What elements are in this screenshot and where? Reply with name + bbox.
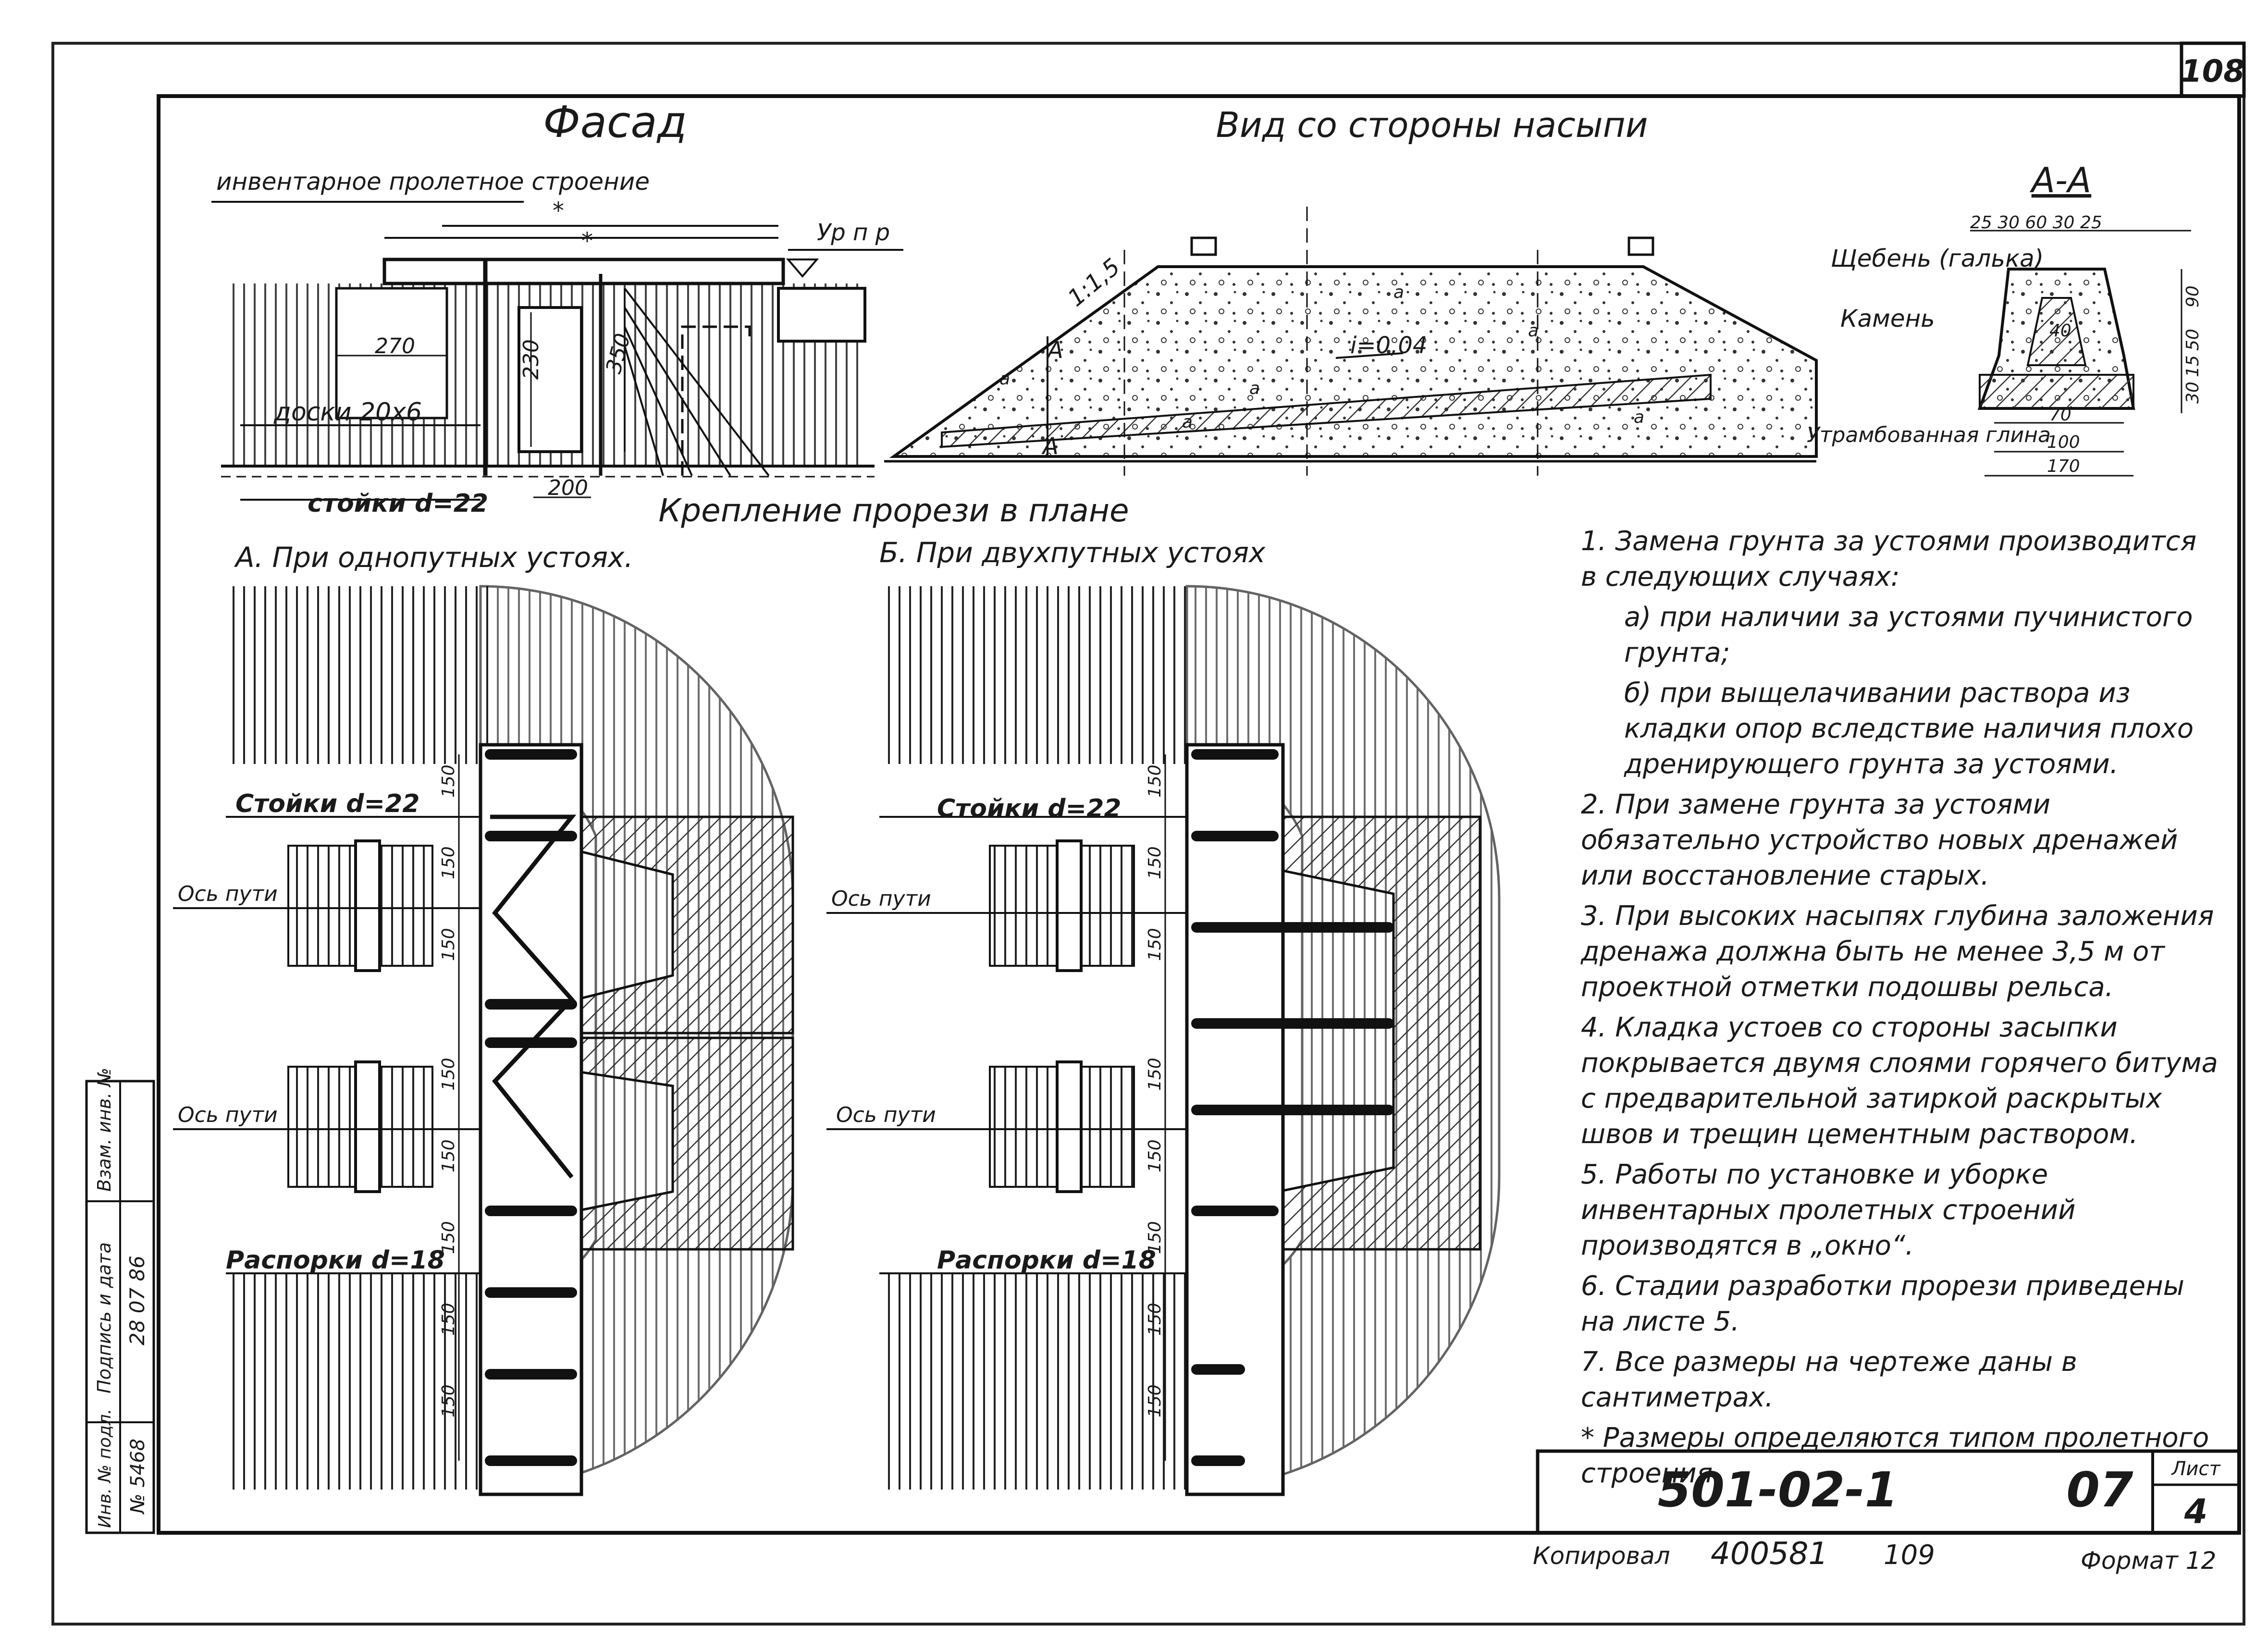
plan-b-dim-5: 150 — [1145, 1139, 1165, 1172]
note-7: 7. Все размеры на чертеже даны в сантиме… — [1581, 1346, 2077, 1413]
dim-270: 270 — [375, 334, 415, 358]
section-dims-top: 25 30 60 30 25 — [1970, 213, 2102, 233]
embankment-title: Вид со стороны насыпи — [1216, 105, 1648, 145]
letter-a-2: а — [1249, 379, 1260, 398]
note-5: 5. Работы по установке и уборке инвентар… — [1581, 1159, 2076, 1261]
plan-a-dim-1: 150 — [439, 764, 458, 798]
note-star: * Размеры определяются типом пролетного … — [1581, 1422, 2209, 1489]
letter-a-4: а — [1393, 283, 1404, 302]
dim-200: 200 — [548, 476, 588, 500]
drawing-code: 501-02-1 — [1658, 1462, 1898, 1518]
facade-title: Фасад — [543, 97, 687, 148]
copied-label: Копировал — [1533, 1542, 1670, 1570]
dim-50: 50 — [2183, 329, 2203, 351]
embankment-drawing — [884, 207, 1818, 476]
dim-90: 90 — [2183, 285, 2203, 308]
stone-label: Камень — [1840, 305, 1935, 333]
plan-b-dims: 150 150 150 150 150 150 150 150 — [1145, 764, 1165, 1417]
plan-a-axis-2: Ось пути — [178, 1103, 278, 1127]
span-label: инвентарное пролетное строение — [216, 168, 650, 196]
plan-b-dim-3: 150 — [1145, 928, 1165, 961]
section-aa-title: А-А — [2030, 160, 2092, 200]
side-inv-label: Инв. № подл. — [95, 1409, 115, 1528]
plan-b-drawing — [826, 585, 1501, 1496]
plan-b-dim-7: 150 — [1145, 1303, 1165, 1336]
plan-b-axis-1: Ось пути — [831, 887, 931, 911]
letter-a-3: а — [1528, 321, 1539, 341]
gradient-label: i=0,04 — [1350, 332, 1427, 359]
plan-b-dim-2: 150 — [1145, 846, 1165, 879]
side-stamp — [85, 1080, 155, 1534]
side-date: 28 07 86 — [125, 1256, 149, 1345]
plan-a-struts-label: Распорки d=18 — [226, 1246, 445, 1275]
dim-15: 15 — [2183, 355, 2203, 377]
plan-a-axis-1: Ось пути — [178, 882, 278, 906]
plan-a-posts-label: Стойки d=22 — [235, 789, 419, 818]
plan-a-dims: 150 150 150 150 150 150 150 150 — [439, 764, 458, 1417]
note-6: 6. Стадии разработки прорези приведены н… — [1581, 1270, 2184, 1337]
plan-a-dim-6: 150 — [439, 1221, 458, 1254]
plan-b-axis-2: Ось пути — [836, 1103, 936, 1127]
inner-frame — [157, 94, 2241, 1535]
note-1a: а) при наличии за устоями пучинистого гр… — [1624, 602, 2193, 668]
plan-b-dim-6: 150 — [1145, 1221, 1165, 1254]
side-sign: Подпись и дата — [94, 1242, 115, 1393]
plan-b-dim-8: 150 — [1145, 1384, 1165, 1417]
level-label: Ур п р — [817, 219, 890, 246]
format-label: Формат 12 — [2081, 1547, 2216, 1575]
star-label-2: * — [581, 228, 593, 255]
title-block — [1536, 1449, 2241, 1535]
notes: 1. Замена грунта за устоями производится… — [1581, 524, 2220, 1496]
plan-b-title: Б. При двухпутных устоях — [879, 536, 1266, 569]
copied-value: 400581 — [1711, 1536, 1828, 1572]
outer-frame — [51, 42, 2245, 1626]
note-1b: б) при выщелачивании раствора из кладки … — [1624, 678, 2194, 780]
sheet-label: Лист — [2170, 1458, 2221, 1480]
plan-a-dim-5: 150 — [439, 1139, 458, 1172]
gravel-label: Щебень (галька) — [1831, 245, 2044, 272]
letter-a-1: а — [999, 369, 1010, 389]
section-mark-a-bottom: А — [1041, 433, 1059, 460]
copied-num: 109 — [1884, 1540, 1935, 1571]
note-1: 1. Замена грунта за устоями производится… — [1581, 526, 2197, 592]
letter-a-6: а — [1182, 412, 1193, 432]
facade-drawing — [211, 201, 903, 501]
dim-230: 230 — [519, 339, 543, 380]
dim-170: 170 — [2047, 456, 2080, 476]
plan-b-dim-4: 150 — [1145, 1058, 1165, 1091]
boards-label: доски 20х6 — [273, 398, 422, 427]
side-instead: Взам. инв. № — [94, 1068, 115, 1192]
section-mark-a-top: А — [1046, 337, 1063, 364]
side-inv: № 5468 — [127, 1439, 149, 1515]
dim-40: 40 — [2049, 321, 2071, 341]
plan-title: Крепление прорези в плане — [658, 492, 1129, 529]
posts-label: стойки d=22 — [308, 489, 488, 518]
sheet-number: 108 — [2181, 54, 2245, 89]
drawing-part: 07 — [2066, 1462, 2133, 1518]
plan-a-dim-7: 150 — [439, 1303, 458, 1336]
sheet-value: 4 — [2184, 1492, 2208, 1531]
dim-30: 30 — [2183, 382, 2203, 404]
plan-a-dim-8: 150 — [439, 1384, 458, 1417]
sheet-number-box — [2180, 41, 2246, 98]
plan-a-dim-3: 150 — [439, 928, 458, 961]
note-3: 3. При высоких насыпях глубина заложения… — [1581, 900, 2214, 1003]
note-4: 4. Кладка устоев со стороны засыпки покр… — [1581, 1012, 2218, 1150]
plan-b-posts-label: Стойки d=22 — [937, 794, 1121, 823]
plan-a-dim-2: 150 — [439, 846, 458, 879]
clay-label: Утрамбованная глина — [1807, 423, 2051, 447]
star-label-1: * — [553, 197, 564, 224]
note-2: 2. При замене грунта за устоями обязател… — [1581, 789, 2178, 891]
plan-a-title: А. При однопутных устоях. — [234, 541, 633, 574]
plan-a-dim-4: 150 — [439, 1058, 458, 1091]
dim-100: 100 — [2047, 432, 2080, 452]
dim-70: 70 — [2049, 405, 2071, 425]
plan-b-dim-1: 150 — [1145, 764, 1165, 798]
plan-b-struts-label: Распорки d=18 — [937, 1246, 1156, 1275]
plan-a-drawing — [173, 585, 794, 1496]
section-aa-drawing — [1970, 230, 2191, 477]
letter-a-5: а — [1634, 407, 1644, 427]
